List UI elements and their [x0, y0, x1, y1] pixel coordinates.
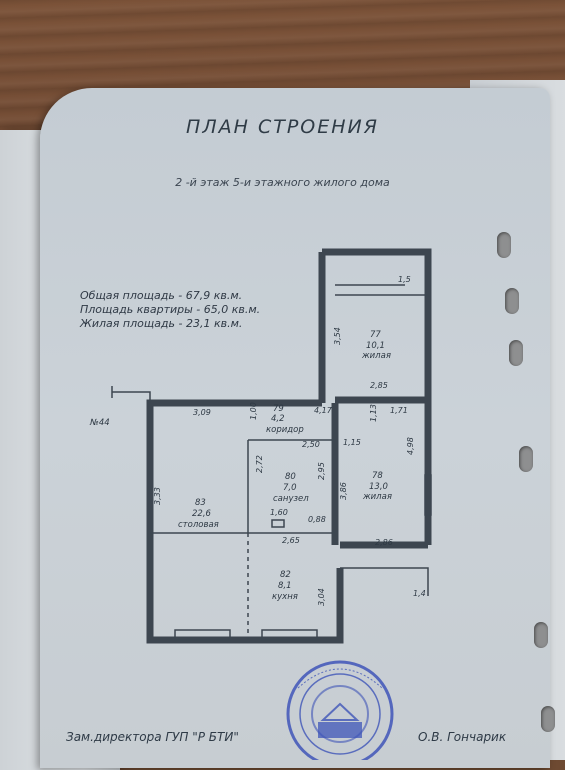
room-77-label: 77 10,1 жилая	[361, 330, 391, 361]
apartment-number: №44	[89, 418, 110, 428]
dimension-label: 2,50	[302, 440, 320, 449]
dimension-label: 3,09	[193, 408, 211, 417]
living-area-line: Жилая площадь - 23,1 кв.м.	[80, 317, 243, 330]
floor-plan-drawing: 1,5 3,54 2,85 3,09 1,00 4,17 1,13 1,71 2…	[89, 248, 432, 644]
apartment-area-line: Площадь квартиры - 65,0 кв.м.	[80, 303, 261, 316]
svg-text:79: 79	[273, 404, 284, 414]
dimension-label: 1,4	[413, 589, 426, 598]
plan-walls	[111, 248, 432, 644]
dimension-label: 2,85	[370, 381, 388, 390]
dimension-label: 3,54	[333, 327, 342, 345]
dimension-label: 2,86	[375, 538, 393, 547]
svg-text:жилая: жилая	[361, 351, 391, 361]
dimension-label: 1,71	[390, 406, 408, 415]
room-78-label: 78 13,0 жилая	[362, 471, 392, 502]
footer-position-label: Зам.директора ГУП "Р БТИ"	[66, 730, 239, 744]
punch-hole	[541, 706, 555, 732]
dimension-label: 2,65	[282, 536, 300, 545]
svg-text:коридор: коридор	[266, 425, 304, 435]
dimension-label: 1,5	[398, 275, 411, 284]
dimension-label: 1,15	[343, 438, 361, 447]
room-83-label: 83 22,6 столовая	[178, 498, 219, 530]
room-80-label: 80 7,0 санузел	[273, 472, 309, 504]
punch-hole	[505, 288, 519, 314]
punch-hole	[509, 340, 523, 366]
total-area-line: Общая площадь - 67,9 кв.м.	[80, 289, 243, 302]
plan-dimensions: 1,5 3,54 2,85 3,09 1,00 4,17 1,13 1,71 2…	[153, 275, 426, 606]
svg-text:кухня: кухня	[272, 592, 298, 602]
room-82-label: 82 8,1 кухня	[272, 570, 298, 602]
punch-hole	[519, 446, 533, 472]
dimension-label: 2,72	[255, 455, 264, 473]
svg-text:жилая: жилая	[362, 492, 392, 502]
svg-text:77: 77	[370, 330, 381, 340]
svg-text:4,2: 4,2	[271, 414, 285, 424]
dimension-label: 4,98	[406, 437, 415, 455]
dimension-label: 3,33	[153, 487, 162, 505]
svg-text:10,1: 10,1	[366, 341, 385, 351]
svg-text:13,0: 13,0	[369, 482, 388, 492]
dimension-label: 0,88	[308, 515, 326, 524]
dimension-label: 3,04	[317, 588, 326, 606]
punch-hole	[497, 232, 511, 258]
dimension-label: 2,95	[317, 462, 326, 480]
svg-text:22,6: 22,6	[192, 509, 212, 519]
punch-hole	[534, 622, 548, 648]
room-79-label: 79 4,2 коридор	[266, 404, 304, 435]
dimension-label: 1,00	[249, 402, 258, 420]
document-subtitle: 2 -й этаж 5-и этажного жилого дома	[175, 176, 390, 189]
footer-signatory-name: О.В. Гончарик	[418, 730, 507, 744]
dimension-label: 1,13	[369, 404, 378, 422]
dimension-label: 4,17	[314, 406, 333, 415]
svg-text:82: 82	[280, 570, 291, 580]
svg-text:8,1: 8,1	[278, 581, 292, 591]
document-title: ПЛАН СТРОЕНИЯ	[186, 116, 379, 138]
floor-plan-sheet	[40, 88, 550, 768]
official-seal-icon	[286, 660, 394, 760]
svg-text:78: 78	[372, 471, 383, 481]
svg-text:80: 80	[285, 472, 296, 482]
svg-text:7,0: 7,0	[283, 483, 297, 493]
dimension-label: 3,86	[339, 482, 348, 500]
svg-text:столовая: столовая	[178, 520, 219, 530]
svg-text:83: 83	[195, 498, 206, 508]
dimension-label: 1,60	[270, 508, 288, 517]
svg-text:санузел: санузел	[273, 494, 309, 504]
